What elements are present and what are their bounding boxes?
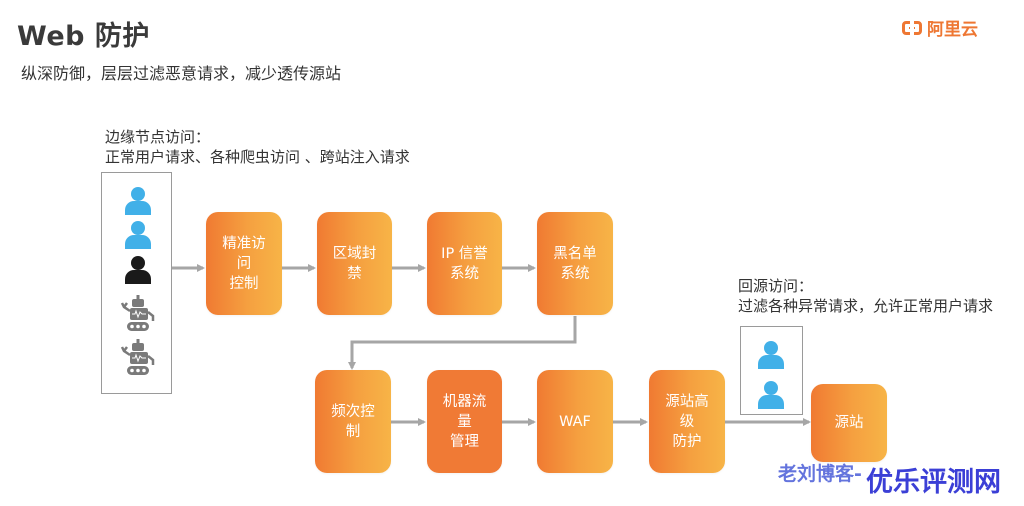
- node-label-line1: IP 信誉: [441, 245, 488, 262]
- robot-icon: [120, 295, 155, 331]
- node-label-line1: 源站: [834, 415, 864, 431]
- origin-access-title: 回源访问：: [738, 277, 814, 295]
- node-label-line1: 精准访问: [222, 235, 266, 272]
- origin-access-description: 过滤各种异常请求，允许正常用户请求: [738, 297, 994, 315]
- node-label-line1: 源站高级: [665, 393, 709, 430]
- node-label-line2: 系统: [449, 265, 479, 282]
- user-icon: [125, 221, 151, 249]
- node-label-line1: WAF: [559, 413, 591, 430]
- node-origin-server: 源站: [811, 384, 887, 462]
- node-label-line1: 机器流量: [442, 393, 487, 430]
- aliyun-logo-icon: [902, 19, 922, 36]
- origin-access-label: 回源访问： 过滤各种异常请求，允许正常用户请求: [738, 276, 993, 316]
- node-rate-limiting: 频次控制: [315, 370, 391, 473]
- node-label-line2: 防护: [672, 433, 702, 450]
- page-subtitle: 纵深防御，层层过滤恶意请求，减少透传源站: [21, 64, 342, 83]
- node-waf: WAF: [537, 370, 613, 473]
- node-origin-advanced-protection: 源站高级防护: [649, 370, 725, 473]
- brand-logo: 阿里云: [902, 15, 978, 40]
- logo-text: 阿里云: [927, 20, 978, 40]
- node-label-line2: 系统: [560, 265, 590, 282]
- node-bot-management: 机器流量管理: [427, 370, 502, 473]
- node-ip-reputation: IP 信誉系统: [427, 212, 502, 315]
- node-blacklist: 黑名单系统: [537, 212, 613, 315]
- node-label-line1: 频次控制: [331, 403, 375, 440]
- edge-access-title: 边缘节点访问：: [105, 128, 211, 146]
- user-icon: [758, 341, 784, 369]
- node-label-line2: 管理: [450, 433, 479, 450]
- node-precise-access-control: 精准访问控制: [206, 212, 282, 315]
- watermark-site: 优乐评测网: [866, 467, 1001, 498]
- node-label-line1: 区域封禁: [332, 245, 377, 282]
- robot-icon: [120, 339, 155, 375]
- origin-visitors-box: [740, 326, 803, 415]
- user-icon: [125, 187, 151, 215]
- edge-access-label: 边缘节点访问： 正常用户请求、各种爬虫访问 、跨站注入请求: [105, 127, 410, 167]
- node-label-line2: 控制: [229, 275, 259, 292]
- node-label-line1: 黑名单: [553, 245, 597, 262]
- page-title: Web 防护: [17, 21, 150, 52]
- node-region-block: 区域封禁: [317, 212, 392, 315]
- watermark-blog: 老刘博客-: [778, 463, 862, 485]
- edge-visitors-box: [101, 172, 172, 394]
- arrow-row1-to-row2: [348, 316, 577, 370]
- user-icon: [758, 381, 784, 409]
- malicious-user-icon: [125, 256, 151, 284]
- edge-access-description: 正常用户请求、各种爬虫访问 、跨站注入请求: [105, 148, 410, 166]
